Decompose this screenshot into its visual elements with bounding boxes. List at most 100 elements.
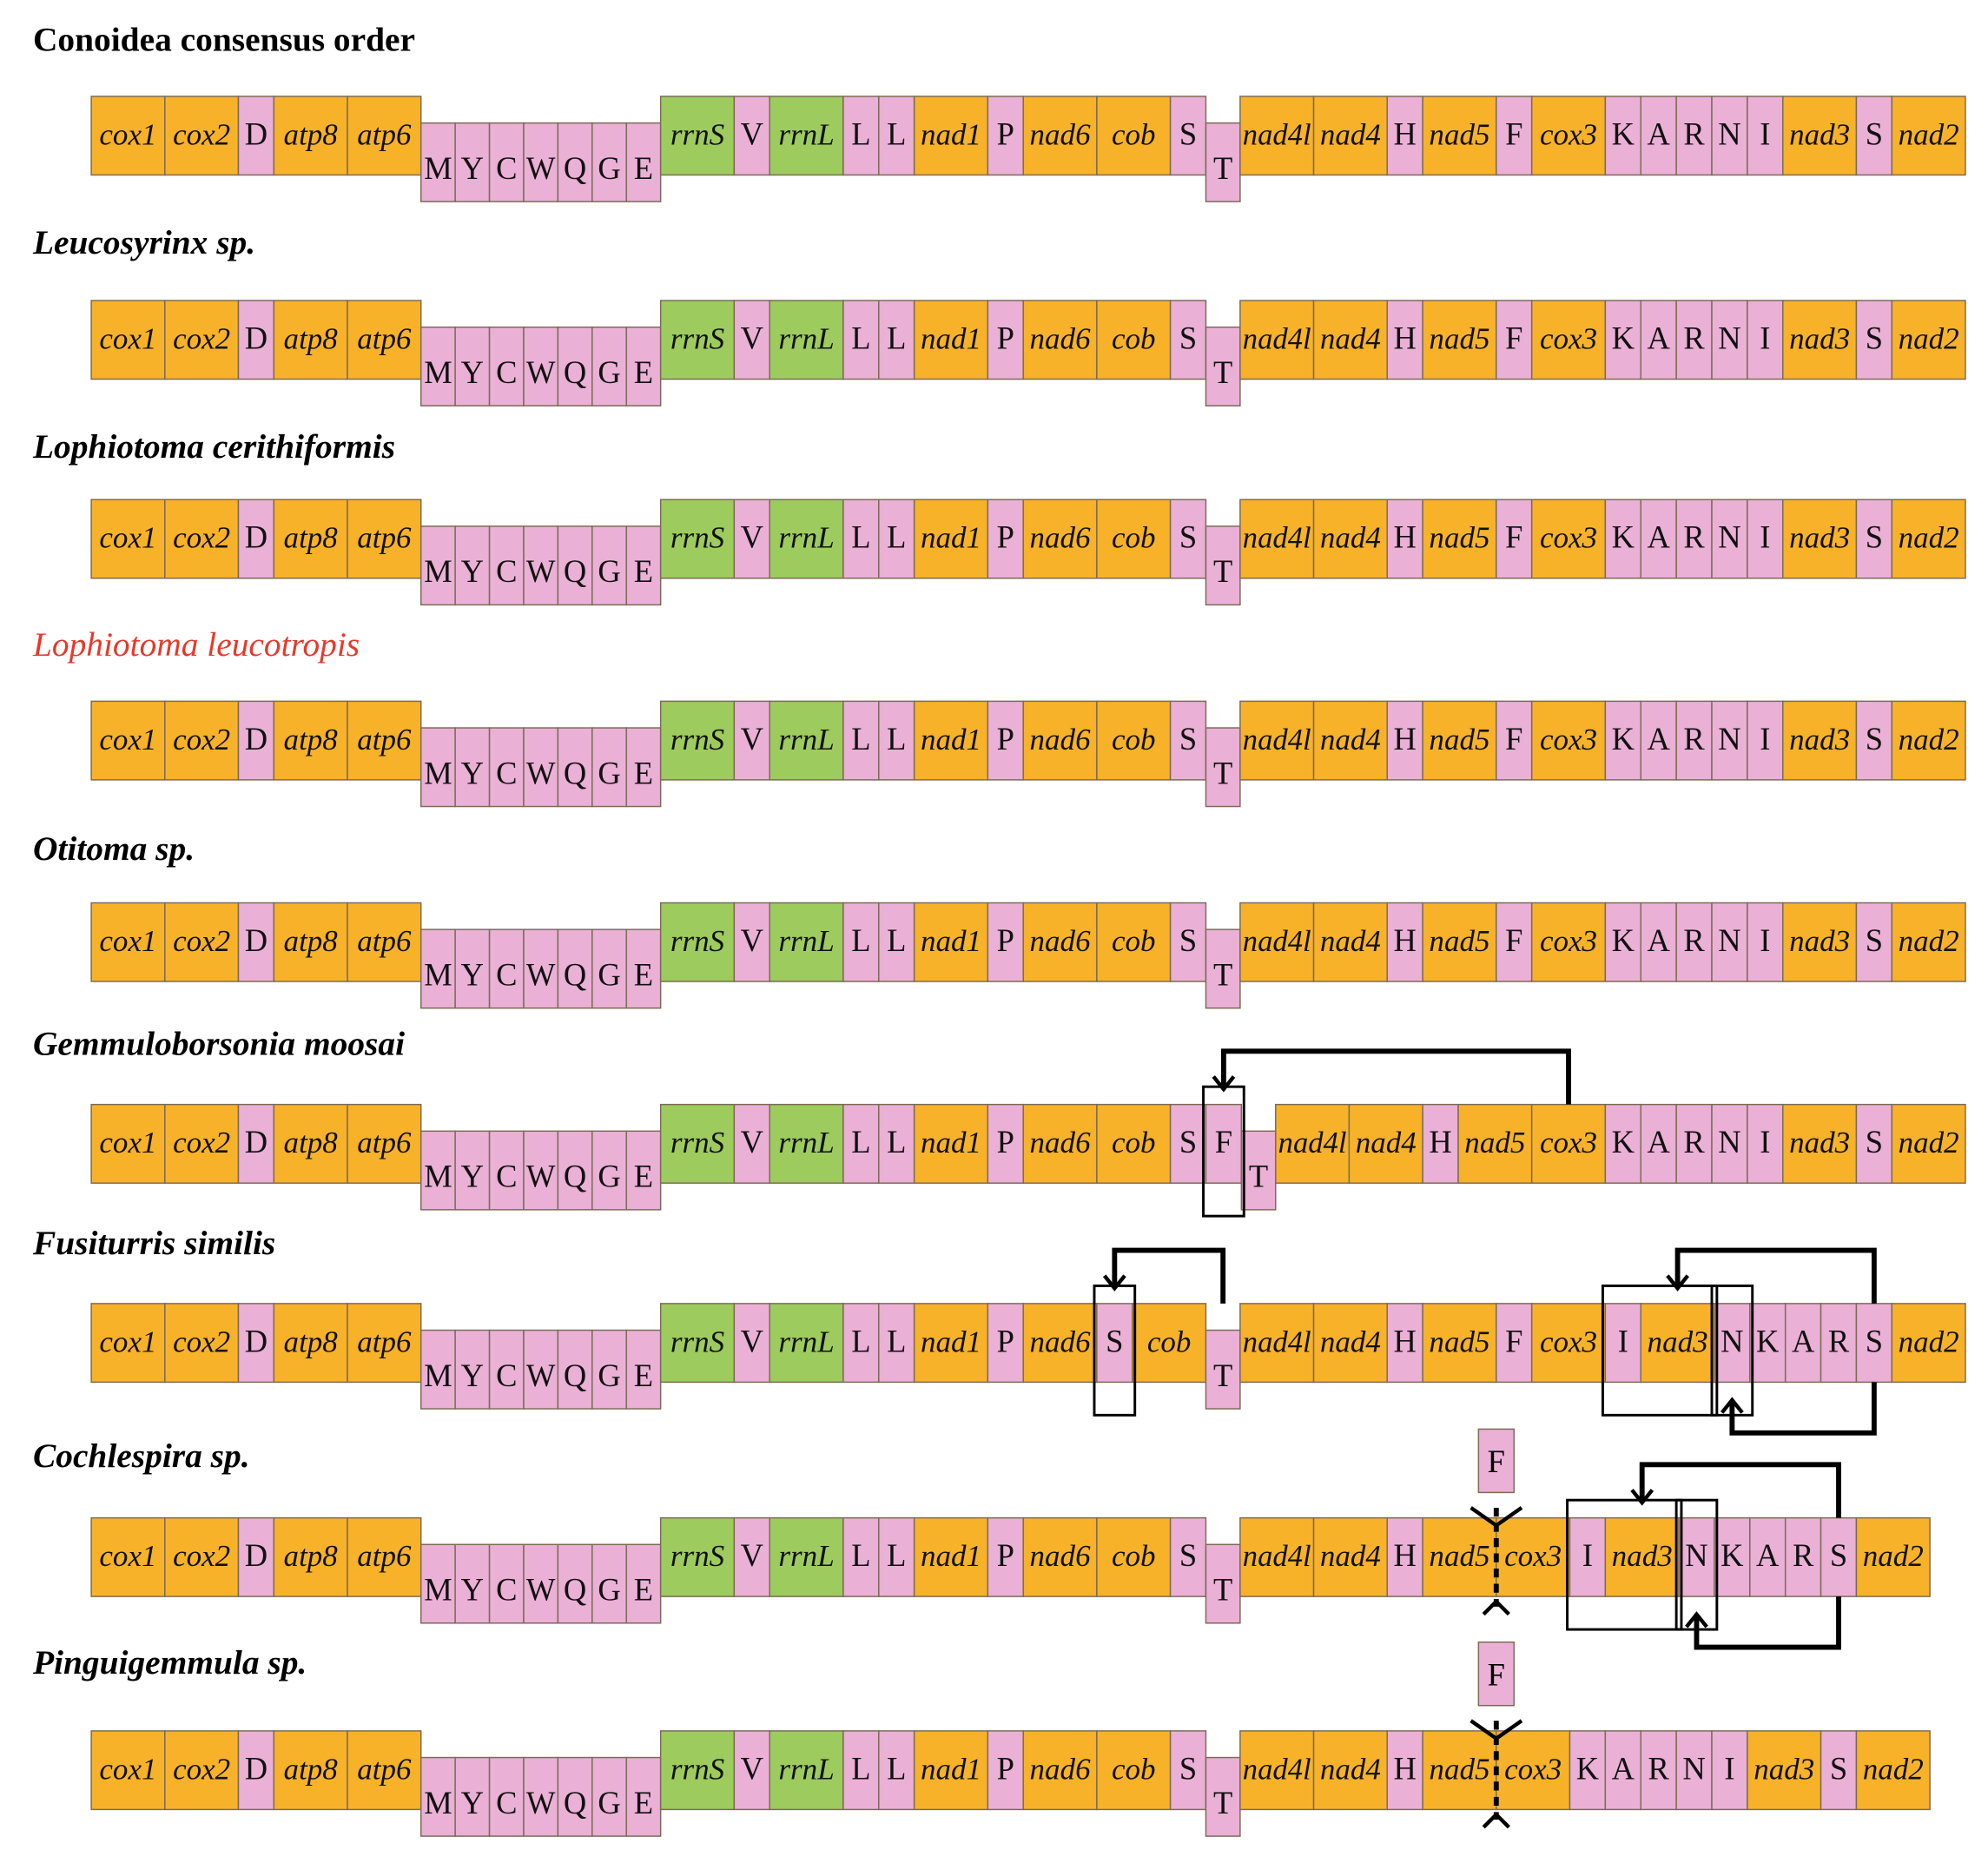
gene-rrnL: rrnL	[769, 96, 844, 176]
gene-block	[591, 1130, 627, 1211]
arrow-head	[1666, 1274, 1689, 1292]
gene-label: K	[1612, 721, 1635, 756]
gene-label: G	[598, 1785, 620, 1820]
gene-nad5: nad5	[1422, 1303, 1497, 1384]
gene-S: S	[1169, 300, 1207, 380]
gene-rrnL: rrnL	[769, 700, 844, 781]
gene-V: V	[733, 1516, 770, 1597]
gene-label: D	[245, 1124, 267, 1159]
gene-block	[1169, 499, 1207, 579]
gene-nad1: nad1	[913, 1730, 989, 1811]
gene-E: E	[625, 525, 662, 606]
gene-cox1: cox1	[90, 1730, 166, 1811]
gene-block	[625, 1130, 662, 1211]
gene-label: E	[634, 1785, 653, 1820]
gene-cox1: cox1	[90, 1303, 166, 1384]
gene-label: S	[1866, 1124, 1883, 1159]
translocation-arrow	[1639, 1462, 1841, 1518]
gene-rrnS: rrnS	[659, 96, 736, 176]
gene-cox3: cox3	[1496, 1730, 1571, 1811]
gene-block	[1530, 96, 1607, 176]
gene-C: C	[488, 928, 525, 1009]
gene-cox2: cox2	[164, 1303, 240, 1384]
gene-nad2: nad2	[1891, 1303, 1966, 1384]
gene-block	[1169, 300, 1207, 380]
gene-block	[1604, 499, 1641, 579]
gene-label: nad4l	[1278, 1126, 1347, 1159]
gene-label: cox2	[173, 1539, 230, 1573]
gene-Q: Q	[557, 1130, 593, 1211]
gene-block	[1096, 1303, 1133, 1384]
gene-label: M	[424, 1572, 452, 1608]
gene-label: rrnS	[670, 723, 724, 756]
gene-H: H	[1386, 1303, 1423, 1384]
gene-label: cob	[1112, 1752, 1156, 1786]
gene-block	[987, 300, 1024, 380]
gene-cob: cob	[1132, 1303, 1207, 1384]
gene-block	[878, 1303, 915, 1384]
species-title: Otitoma sp.	[33, 829, 195, 868]
gene-block	[769, 499, 844, 579]
gene-W: W	[523, 326, 559, 406]
gene-label: L	[851, 1537, 870, 1573]
gene-label: A	[1648, 116, 1671, 151]
gene-label: cox1	[99, 322, 156, 356]
gene-block	[1422, 300, 1497, 380]
gene-label: nad4	[1320, 924, 1381, 958]
gene-label: nad5	[1429, 1752, 1489, 1786]
gene-rrnL: rrnL	[769, 300, 844, 380]
gene-label: S	[1866, 320, 1883, 356]
gene-L: L	[842, 902, 880, 982]
gene-label: Q	[564, 1785, 586, 1820]
gene-Y: Y	[454, 122, 491, 202]
gene-label: K	[1721, 1537, 1743, 1573]
gene-label: E	[634, 1159, 653, 1194]
gene-R: R	[1675, 902, 1713, 982]
gene-block	[842, 96, 880, 176]
gene-label: cox2	[173, 1126, 230, 1159]
gene-block	[1096, 700, 1172, 781]
gene-rrnS: rrnS	[659, 300, 736, 380]
lost-gene-label: F	[1488, 1656, 1505, 1692]
gene-block	[273, 499, 348, 579]
gene-nad6: nad6	[1022, 1103, 1098, 1184]
gene-label: N	[1718, 519, 1740, 555]
gene-atp6: atp6	[347, 499, 422, 579]
gene-K: K	[1604, 300, 1641, 380]
gene-block	[878, 1516, 915, 1597]
gene-block	[625, 727, 662, 808]
gene-label: H	[1394, 1750, 1417, 1786]
gene-label: cox2	[173, 1325, 230, 1358]
gene-nad6: nad6	[1022, 700, 1098, 781]
gene-block	[1747, 1730, 1822, 1811]
gene-nad1: nad1	[913, 300, 989, 380]
gene-cox3: cox3	[1530, 902, 1607, 982]
gene-label: Q	[564, 150, 586, 186]
gene-label: N	[1682, 1750, 1705, 1786]
gene-nad3: nad3	[1747, 1730, 1822, 1811]
gene-D: D	[237, 300, 275, 380]
gene-label: S	[1866, 116, 1883, 151]
gene-T: T	[1205, 1543, 1241, 1624]
gene-block	[523, 1130, 559, 1211]
gene-label: cox2	[173, 117, 230, 151]
translocation-arrow	[1729, 1382, 1877, 1436]
gene-label: D	[245, 519, 267, 555]
gene-label: nad3	[1648, 1325, 1708, 1358]
gene-label: W	[526, 150, 556, 186]
gene-label: rrnL	[778, 322, 834, 356]
gene-block	[1239, 499, 1315, 579]
gene-block	[1640, 700, 1677, 781]
gene-block	[488, 1329, 525, 1410]
gene-block	[1711, 902, 1748, 982]
gene-block	[1169, 96, 1207, 176]
gene-label: D	[245, 320, 267, 356]
gene-label: N	[1718, 116, 1740, 151]
gene-block	[659, 1730, 736, 1811]
gene-label: cox3	[1540, 1126, 1597, 1159]
gene-cox3: cox3	[1530, 96, 1607, 176]
gene-label: S	[1830, 1537, 1847, 1573]
gene-K: K	[1604, 96, 1641, 176]
gene-atp8: atp8	[273, 902, 348, 982]
gene-label: rrnL	[778, 723, 834, 756]
